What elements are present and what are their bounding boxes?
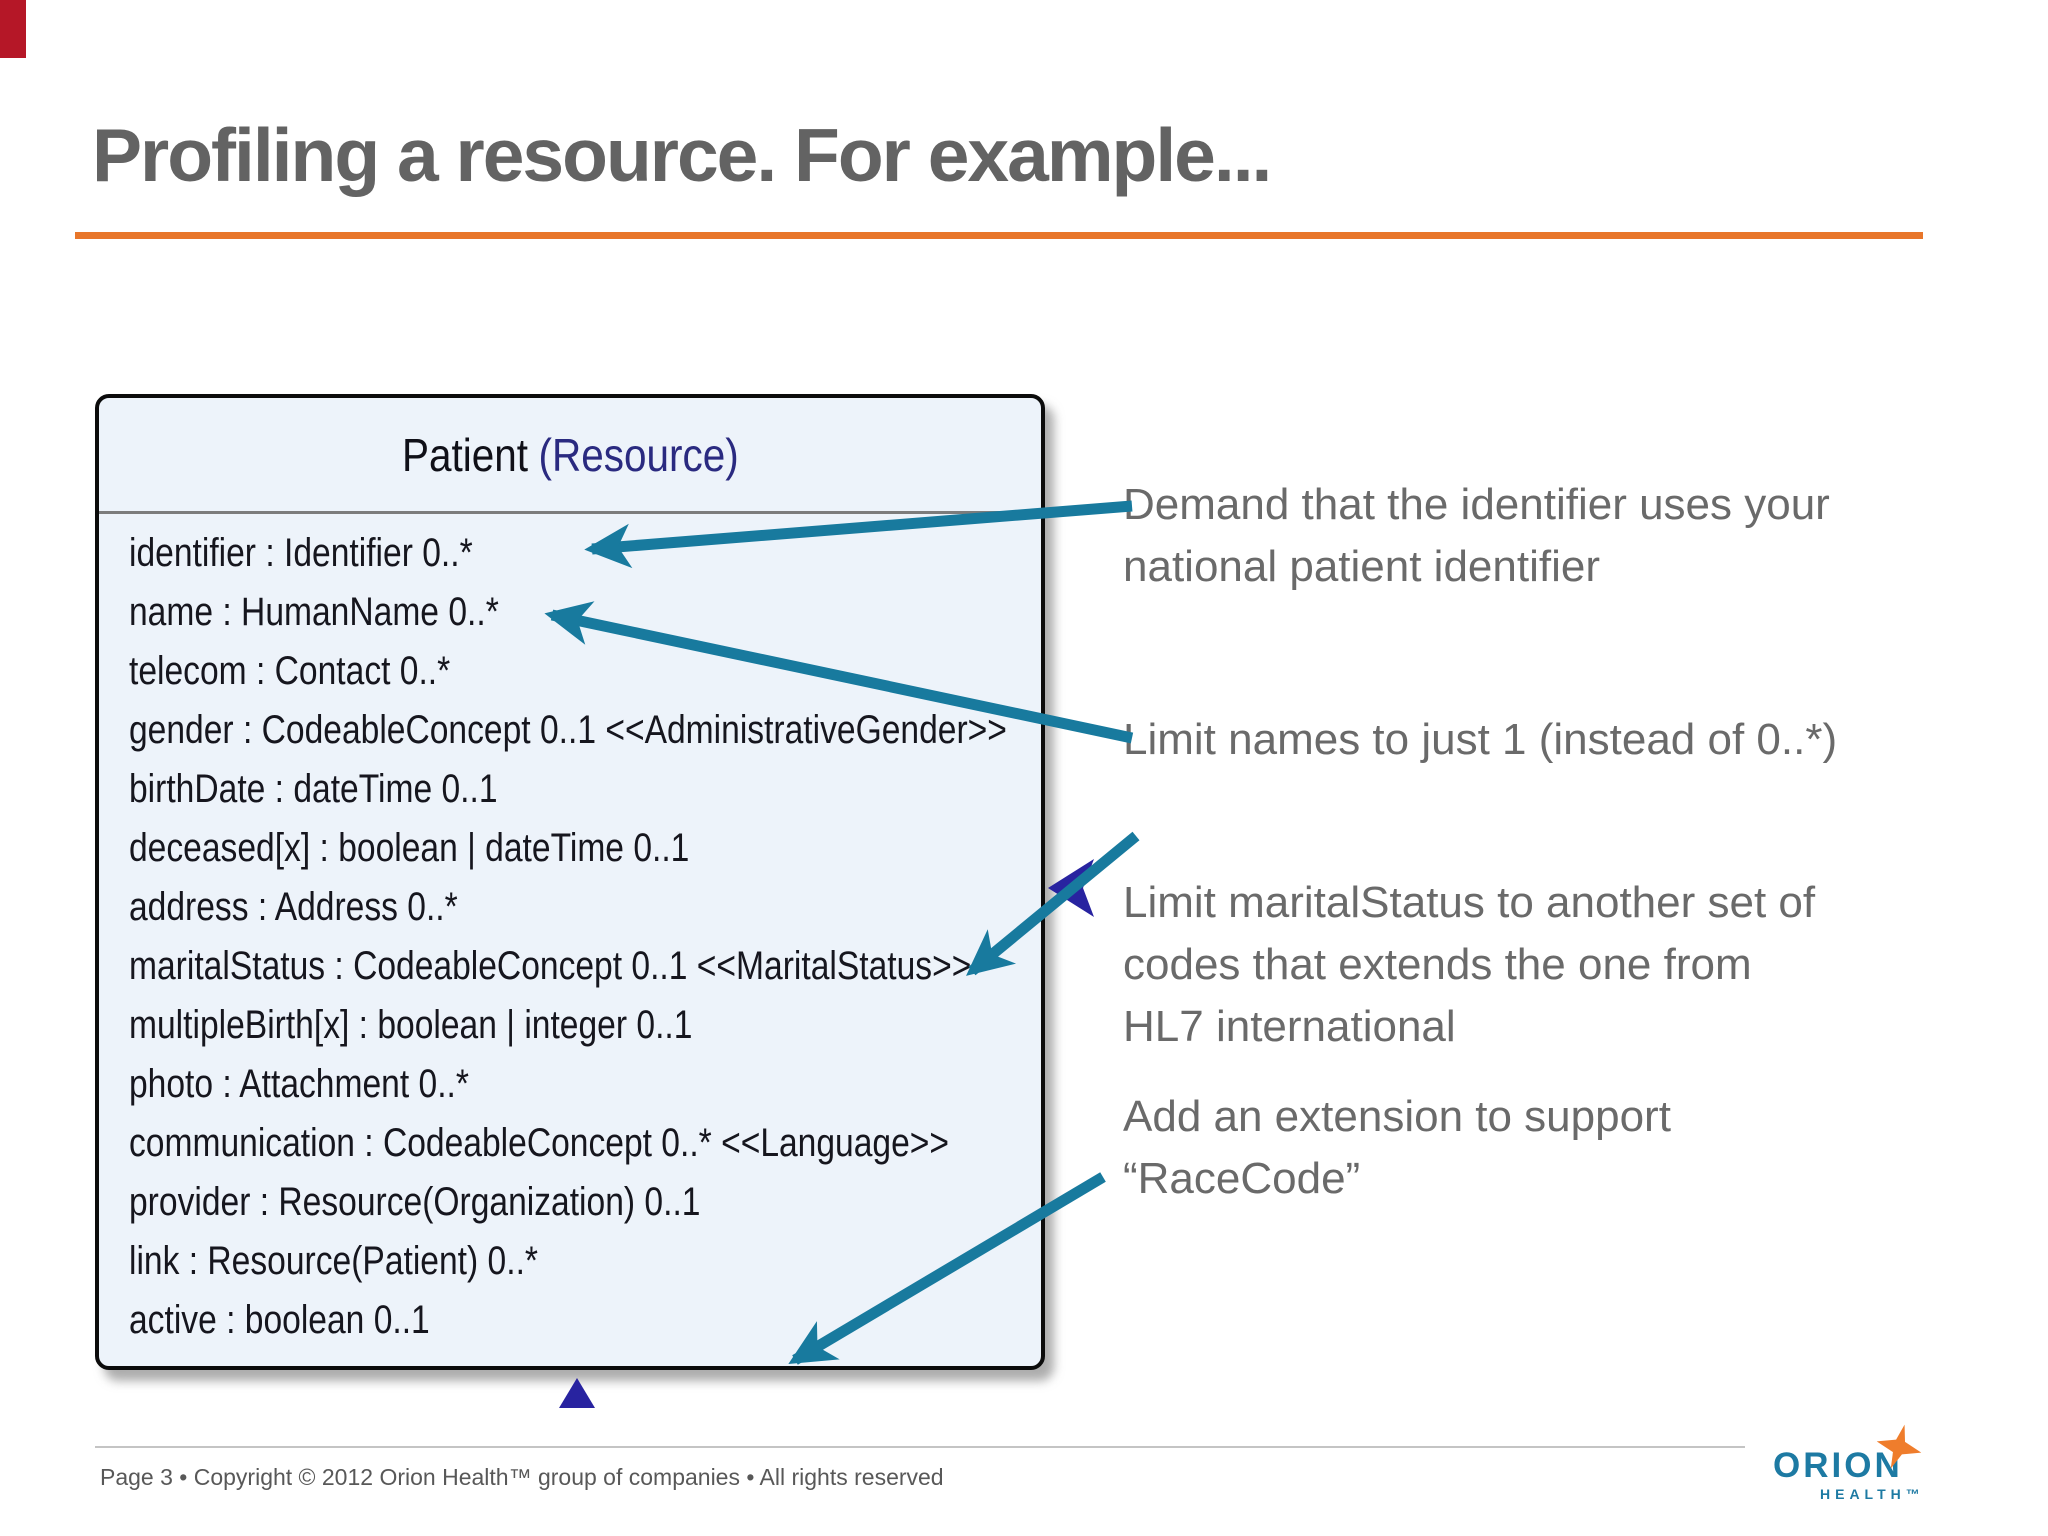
title-underline [75, 232, 1923, 239]
box-title-suffix: (Resource) [538, 428, 739, 481]
attribute-row: deceased[x] : boolean | dateTime 0..1 [129, 826, 690, 870]
logo-health-text: HEALTH™ [1820, 1486, 1925, 1502]
orion-health-logo: ORION HEALTH™ [1770, 1424, 2000, 1514]
annotation-racecode-extension: Add an extension to support “RaceCode” [1123, 1092, 1671, 1203]
logo-star-icon [1876, 1424, 1922, 1469]
box-title: Patient(Resource) [99, 398, 1041, 511]
logo-orion-text: ORION [1773, 1446, 1903, 1485]
attribute-row: photo : Attachment 0..* [129, 1062, 469, 1106]
navy-triangle-bottom-icon [559, 1378, 595, 1408]
corner-red-mark [0, 0, 26, 58]
attribute-row: communication : CodeableConcept 0..* <<L… [129, 1121, 950, 1165]
attribute-row: name : HumanName 0..* [129, 590, 499, 634]
attribute-row: address : Address 0..* [129, 885, 458, 929]
navy-arrowhead-right-icon [1048, 859, 1094, 917]
attribute-row: maritalStatus : CodeableConcept 0..1 <<M… [129, 944, 972, 988]
attribute-row: multipleBirth[x] : boolean | integer 0..… [129, 1003, 693, 1047]
attribute-row: identifier : Identifier 0..* [129, 531, 473, 575]
attribute-row: provider : Resource(Organization) 0..1 [129, 1180, 701, 1224]
annotation-identifier: Demand that the identifier uses your nat… [1123, 480, 1830, 591]
slide-title: Profiling a resource. For example... [92, 113, 1272, 197]
patient-resource-box: Patient(Resource) identifier : Identifie… [95, 394, 1045, 1370]
annotation-name-limit: Limit names to just 1 (instead of 0..*) [1123, 715, 1838, 764]
footer-divider [95, 1446, 1745, 1448]
attribute-row: active : boolean 0..1 [129, 1298, 430, 1342]
attribute-row: link : Resource(Patient) 0..* [129, 1239, 538, 1283]
attribute-row: birthDate : dateTime 0..1 [129, 767, 498, 811]
footer-text: Page 3 • Copyright © 2012 Orion Health™ … [100, 1464, 944, 1490]
attribute-row: telecom : Contact 0..* [129, 649, 451, 693]
attribute-list: identifier : Identifier 0..* name : Human… [99, 514, 1041, 1350]
box-title-main: Patient [401, 428, 528, 481]
annotation-maritalstatus: Limit maritalStatus to another set of co… [1123, 878, 1816, 1051]
box-header-divider [99, 511, 1041, 514]
attribute-row: gender : CodeableConcept 0..1 <<Administ… [129, 708, 1007, 752]
